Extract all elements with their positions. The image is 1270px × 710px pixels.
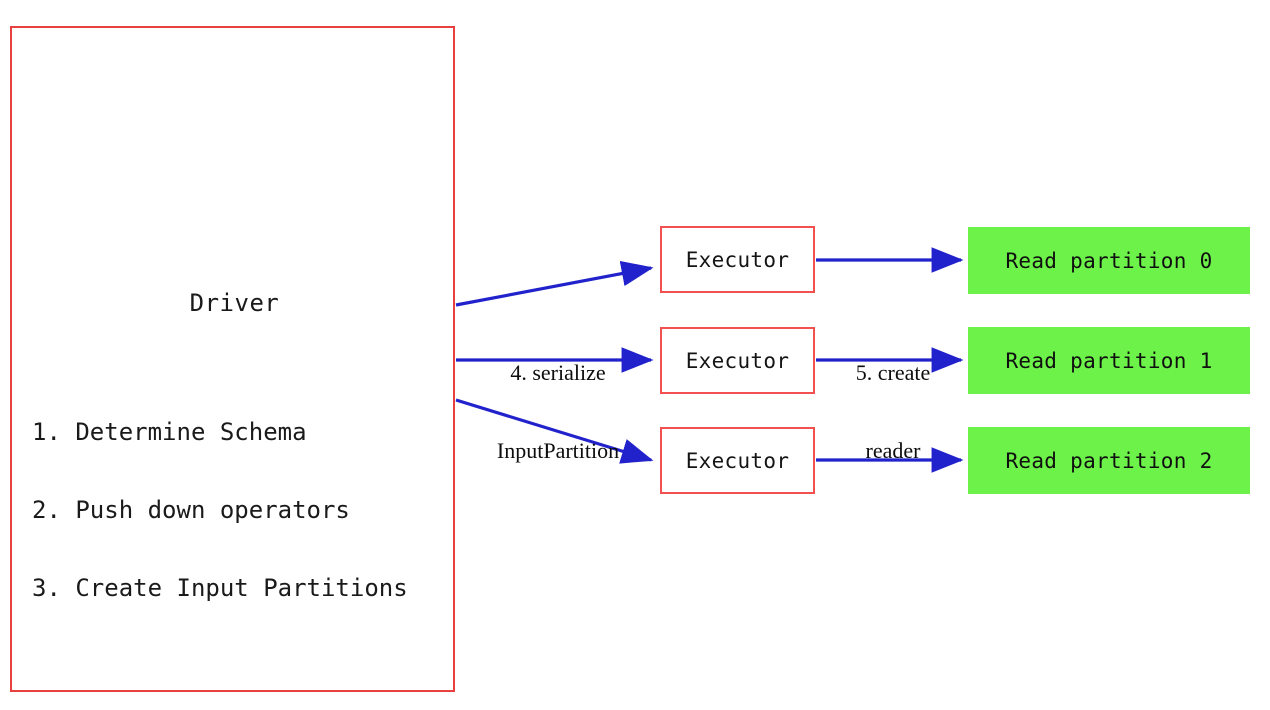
driver-step-2: 2. Push down operators: [32, 496, 350, 524]
executor-label-2: Executor: [685, 448, 790, 473]
arrow-label-create-reader: 5. create reader: [823, 308, 963, 516]
read-partition-label-1: Read partition 1: [1005, 348, 1213, 373]
read-partition-box-0: Read partition 0: [968, 227, 1250, 294]
arrow-label-serialize-line-1: 4. serialize: [510, 360, 606, 385]
arrow-label-serialize-line-2: InputPartition: [496, 438, 620, 463]
executor-label-1: Executor: [685, 348, 790, 373]
executor-box-0: Executor: [660, 226, 815, 293]
read-partition-box-2: Read partition 2: [968, 427, 1250, 494]
executor-box-1: Executor: [660, 327, 815, 394]
read-partition-box-1: Read partition 1: [968, 327, 1250, 394]
driver-step-3: 3. Create Input Partitions: [32, 574, 408, 602]
arrow-label-serialize-input-partition: 4. serialize InputPartition: [458, 308, 658, 516]
driver-step-1: 1. Determine Schema: [32, 418, 307, 446]
executor-label-0: Executor: [685, 247, 790, 272]
arrow-driver-to-executor-0: [455, 260, 654, 307]
driver-box: Driver 1. Determine Schema 2. Push down …: [10, 26, 455, 692]
driver-steps-list: 1. Determine Schema 2. Push down operato…: [32, 367, 452, 653]
arrow-label-create-reader-line-2: reader: [865, 438, 921, 463]
arrow-label-create-reader-line-1: 5. create: [855, 360, 931, 385]
read-partition-label-0: Read partition 0: [1005, 248, 1213, 273]
read-partition-label-2: Read partition 2: [1005, 448, 1213, 473]
driver-title: Driver: [189, 289, 280, 317]
executor-box-2: Executor: [660, 427, 815, 494]
